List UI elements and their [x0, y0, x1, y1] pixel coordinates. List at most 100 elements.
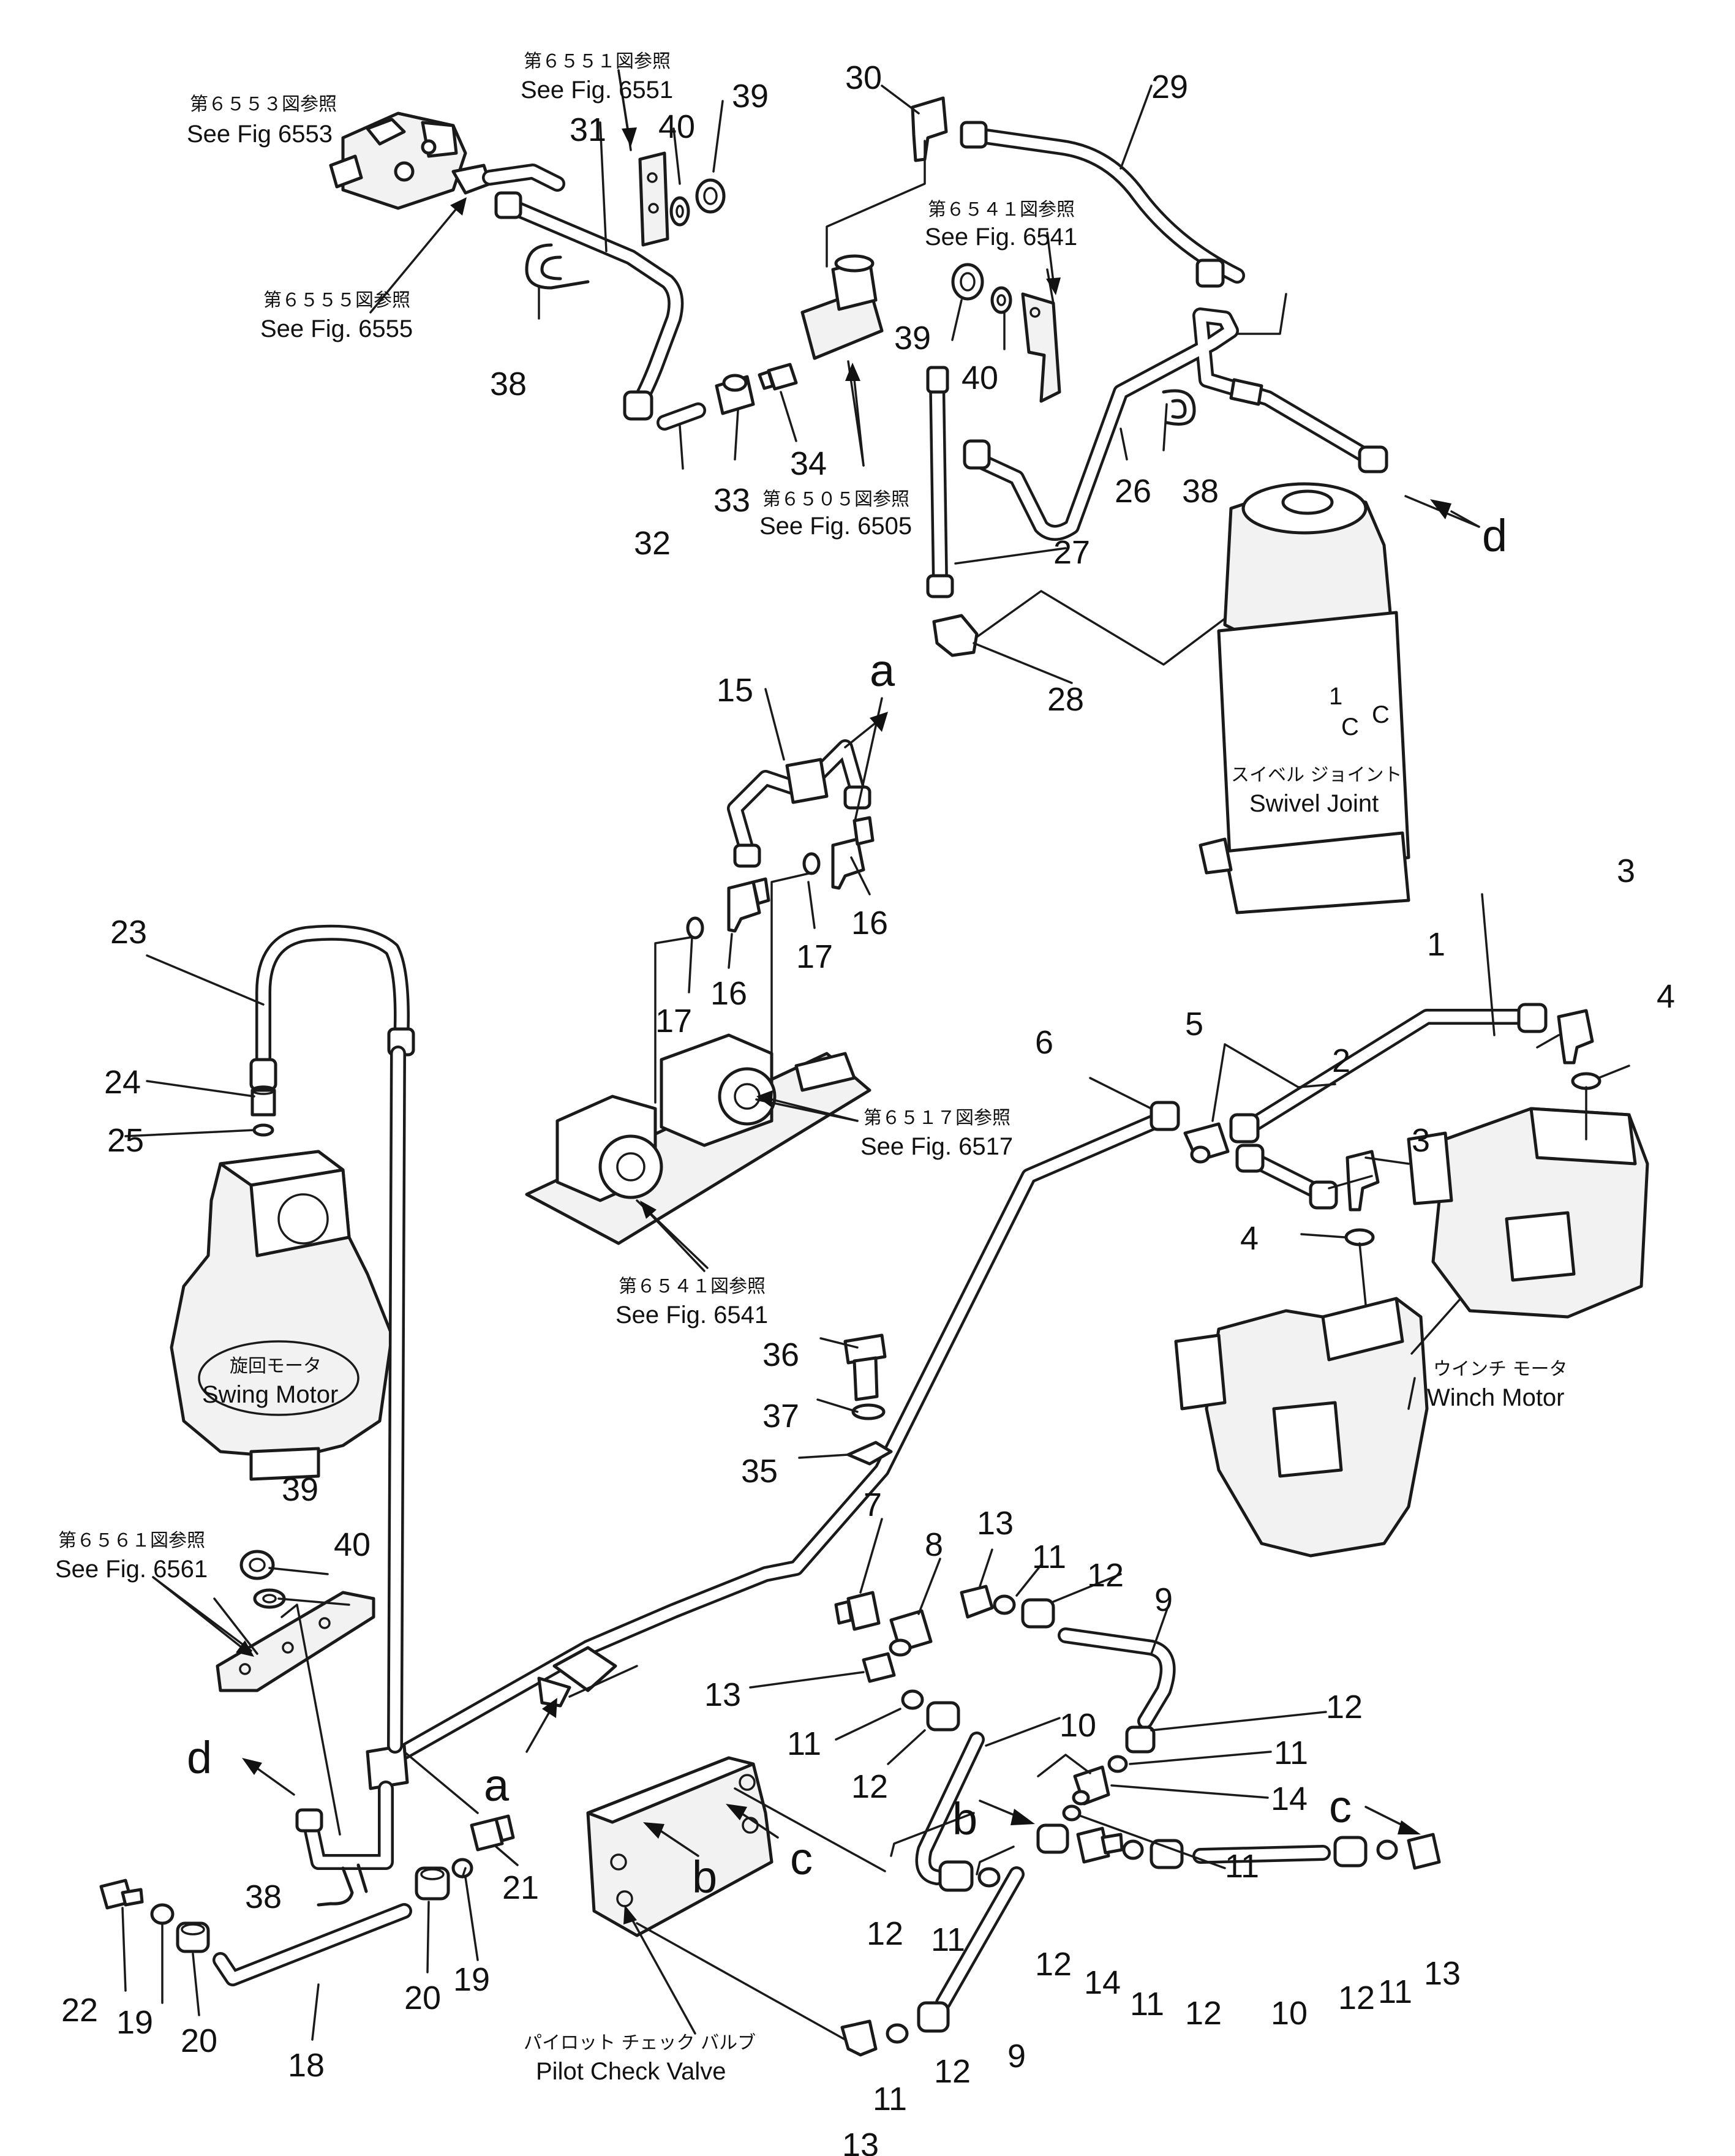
- callout-21: 21: [502, 1869, 539, 1906]
- fitting-7: [834, 1591, 881, 1631]
- elbow-16-right: [831, 816, 875, 890]
- callout-40: 40: [658, 108, 695, 145]
- tube-10-left: [915, 1732, 985, 1885]
- callout-23: 23: [110, 914, 147, 951]
- sleeve-11-h: [886, 2023, 909, 2044]
- callout-11: 11: [1378, 1973, 1412, 2010]
- letter-b-left: b: [692, 1852, 717, 1902]
- arrow-a-top: [844, 712, 888, 748]
- ref-fig6555: 第６５５５図参照 See Fig. 6555: [260, 290, 413, 342]
- callout-1: 1: [1427, 926, 1445, 963]
- tube-26: [963, 307, 1388, 541]
- oring-17-right: [802, 852, 821, 875]
- callout-12: 12: [851, 1768, 888, 1805]
- callout-40: 40: [334, 1526, 371, 1563]
- elbow-3-top: [1557, 1009, 1594, 1065]
- callout-40: 40: [962, 360, 998, 396]
- callout-17: 17: [655, 1003, 692, 1039]
- nut-12-g: [1333, 1836, 1368, 1868]
- sleeve-11-e: [977, 1867, 1001, 1888]
- callout-12: 12: [934, 2053, 971, 2090]
- label-winch-motor: ウインチ モータ Winch Motor: [1427, 1359, 1568, 1411]
- nut-12-b: [1125, 1725, 1156, 1754]
- elbow-30: [911, 96, 948, 162]
- ref-fig6505-en: See Fig. 6505: [759, 513, 912, 540]
- ref-fig6541-top: 第６５４１図参照 See Fig. 6541: [925, 199, 1077, 251]
- elbow-13-left: [862, 1652, 896, 1683]
- label-pilot-check-valve: パイロット チェック バルブ Pilot Check Valve: [524, 2032, 756, 2085]
- tee-5: [1183, 1122, 1230, 1164]
- callout-39: 39: [732, 78, 769, 115]
- callout-26: 26: [1115, 473, 1151, 510]
- svg-text:C: C: [1341, 714, 1359, 741]
- pilot-check-valve-en: Pilot Check Valve: [536, 2058, 726, 2085]
- connector-22: [99, 1879, 144, 1910]
- swivel-joint-jp: スイベル ジョイント: [1231, 764, 1402, 786]
- arrow-a-bottom: [525, 1698, 557, 1753]
- nut-12-a: [1021, 1598, 1055, 1629]
- callout-11: 11: [787, 1725, 821, 1762]
- oring-17-left: [686, 916, 704, 940]
- swing-motor-en: Swing Motor: [202, 1381, 338, 1408]
- elbow-3-bottom: [1345, 1150, 1380, 1212]
- callout-35: 35: [741, 1453, 778, 1490]
- callout-11: 11: [1274, 1735, 1308, 1771]
- bracket-6541-top: [1021, 292, 1061, 403]
- arrow-d-right: [1430, 499, 1480, 528]
- callout-11: 11: [1032, 1539, 1066, 1575]
- ref-fig6541b-en: See Fig. 6541: [615, 1302, 768, 1329]
- ref-fig6505-jp: 第６５０５図参照: [762, 489, 909, 510]
- winch-motor-en: Winch Motor: [1427, 1384, 1565, 1411]
- callout-16: 16: [851, 905, 888, 941]
- bolt-36: [843, 1333, 887, 1401]
- callout-12: 12: [1035, 1946, 1072, 1983]
- callout-11: 11: [1130, 1986, 1164, 2022]
- hose-23: [249, 924, 415, 1091]
- tee-block-d: [295, 1046, 409, 1870]
- washer-40-top-right: [990, 286, 1012, 314]
- ref-fig6505: 第６５０５図参照 See Fig. 6505: [759, 489, 912, 540]
- callout-14: 14: [1271, 1781, 1308, 1817]
- callout-22: 22: [61, 1992, 98, 2029]
- ref-fig6561: 第６５６１図参照 See Fig. 6561: [55, 1530, 208, 1583]
- nut-12-h: [917, 2001, 950, 2033]
- nut-20-right: [415, 1866, 450, 1901]
- winch-motor-upper: [1407, 1107, 1649, 1319]
- callout-13: 13: [704, 1676, 741, 1713]
- callout-3: 3: [1617, 853, 1635, 889]
- sleeve-19-left: [150, 1903, 175, 1925]
- callout-11: 11: [873, 2081, 907, 2117]
- nut-39-top-left: [695, 178, 726, 214]
- nut-39-top-right: [951, 263, 984, 301]
- ref-fig6541a-jp: 第６５４１図参照: [928, 199, 1075, 221]
- callout-8: 8: [925, 1526, 943, 1563]
- sleeve-11-f: [1122, 1839, 1144, 1860]
- connector-24: [250, 1085, 276, 1117]
- svg-text:C: C: [1372, 701, 1390, 728]
- ref-fig6541b-jp: 第６５４１図参照: [619, 1276, 766, 1297]
- letter-a-bottom: a: [484, 1760, 510, 1811]
- ref-fig6541a-en: See Fig. 6541: [925, 224, 1077, 251]
- winch-motor-jp: ウインチ モータ: [1433, 1359, 1568, 1380]
- sleeve-11-b: [1107, 1755, 1128, 1773]
- ref-fig6553: 第６５５３図参照 See Fig 6553: [187, 94, 337, 148]
- callout-29: 29: [1151, 69, 1188, 105]
- sleeve-11-d: [901, 1689, 924, 1710]
- elbow-13-right: [1407, 1833, 1441, 1870]
- callout-6: 6: [1035, 1024, 1053, 1061]
- valve-block-6517: [525, 1033, 871, 1245]
- elbow-16-left: [727, 877, 770, 933]
- letter-d-left: d: [187, 1732, 212, 1783]
- callout-25: 25: [107, 1122, 144, 1159]
- tube-6: [396, 1101, 1180, 1760]
- ref-fig6561-jp: 第６５６１図参照: [58, 1530, 205, 1551]
- clamp-38-top-left: [525, 243, 590, 290]
- callout-5: 5: [1185, 1006, 1203, 1042]
- bracket-6551: [638, 151, 669, 247]
- arrow-b-left: [643, 1822, 699, 1857]
- part-number-callouts: 39 40 31 38 30 29 39 40 34 33 32 26 38 2…: [61, 59, 1675, 2156]
- label-swing-motor: 旋回モータ Swing Motor: [202, 1355, 338, 1408]
- callout-7: 7: [864, 1487, 882, 1523]
- sleeve-11-a: [993, 1594, 1016, 1615]
- ref-fig6555-en: See Fig. 6555: [260, 315, 413, 342]
